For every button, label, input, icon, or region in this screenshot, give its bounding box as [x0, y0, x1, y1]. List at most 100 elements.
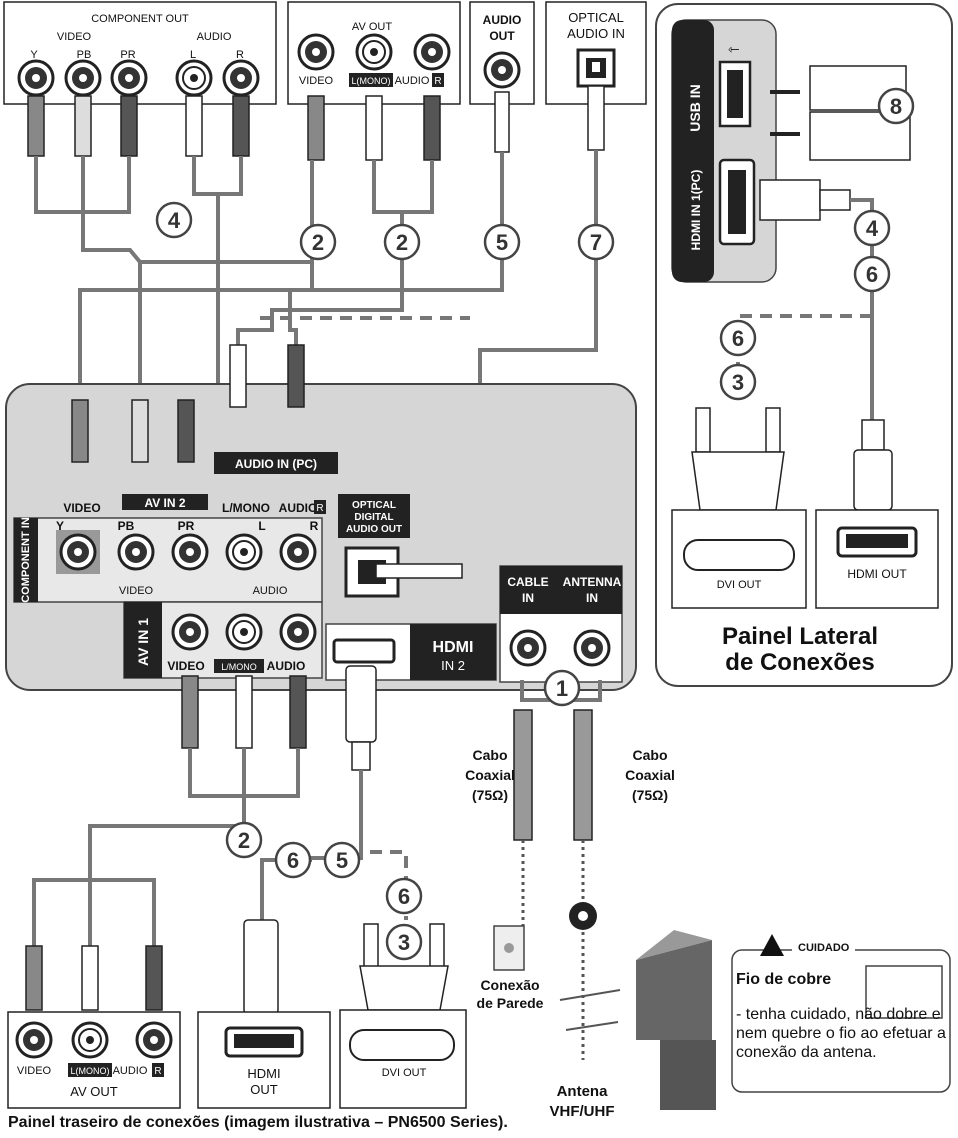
component-in-r-jack[interactable]: [279, 533, 317, 571]
av-in-1-video-label: VIDEO: [167, 659, 204, 673]
hdmi-out-bottom-line2: OUT: [250, 1082, 278, 1097]
antenna-in-jack[interactable]: [573, 629, 611, 667]
coax-left-line3: (75Ω): [472, 787, 508, 803]
component-out-r-jack: [222, 59, 260, 97]
panel-lmono-label: L/MONO: [222, 501, 270, 515]
av-in-1-video-jack[interactable]: [171, 613, 209, 651]
av-out-bottom-r-jack: [135, 1021, 173, 1059]
side-dvi-out-label: DVI OUT: [717, 579, 762, 591]
component-in-pb: PB: [118, 519, 135, 533]
av-out-bottom-l-jack: [71, 1021, 109, 1059]
side-hdmi-out: HDMI OUT: [815, 419, 939, 609]
audio-in-pc-label: AUDIO IN (PC): [235, 457, 317, 471]
wall-conn-line1: Conexão: [480, 977, 539, 993]
warning-icon: [760, 934, 784, 956]
coax-right-line2: Coaxial: [625, 767, 675, 783]
av-in-2-label: AV IN 2: [144, 496, 185, 510]
av-out-top-lmono-label: L(MONO): [352, 76, 391, 86]
component-in-r: R: [310, 519, 319, 533]
num-6-bottom-a: 6: [287, 848, 299, 873]
component-out-audio-label: AUDIO: [197, 31, 232, 43]
component-in-pr: PR: [178, 519, 195, 533]
av-in-1-audio-label: AUDIO: [267, 659, 306, 673]
av-out-top-l-jack: [355, 33, 393, 71]
av-in-1-lmono-label: L/MONO: [221, 662, 257, 672]
av-in-1-row: AV IN 1 VIDEO L/MONO AUDIO: [123, 601, 323, 679]
av-out-top-title: AV OUT: [352, 21, 392, 33]
av-out-bottom-lmono-label: L(MONO): [71, 1066, 110, 1076]
side-panel-title-line2: de Conexões: [725, 649, 875, 676]
hdmi-in-2-label: IN 2: [441, 658, 465, 673]
component-out-y-label: Y: [30, 49, 38, 61]
num-3-side: 3: [732, 370, 744, 395]
component-in-label: COMPONENT IN: [20, 517, 32, 603]
num-6-side-a: 6: [866, 262, 878, 287]
usb-symbol-icon: ⇽: [728, 41, 740, 57]
component-in-pr-jack[interactable]: [171, 533, 209, 571]
cable-in-jack[interactable]: [509, 629, 547, 667]
av-out-top-video-jack: [297, 33, 335, 71]
component-in-audio-sub: AUDIO: [253, 585, 288, 597]
hdmi-in1-label: HDMI IN 1(PC): [689, 170, 703, 251]
av-out-bottom-video-jack: [15, 1021, 53, 1059]
component-in-y-jack[interactable]: [59, 533, 97, 571]
side-panel-title: Painel Lateral de Conexões: [664, 624, 936, 676]
hdmi-out-bottom-line1: HDMI: [247, 1066, 280, 1081]
optical-in-line1: OPTICAL: [568, 10, 624, 25]
component-in-l-jack[interactable]: [225, 533, 263, 571]
component-out-pr-label: PR: [120, 49, 135, 61]
av-in-1-label: AV IN 1: [135, 618, 151, 666]
num-4-side: 4: [866, 216, 879, 241]
optical-out-line2: DIGITAL: [354, 512, 393, 523]
av-out-box-bottom: VIDEO L(MONO) AUDIO R AV OUT: [7, 1011, 181, 1109]
component-out-box: COMPONENT OUT VIDEO AUDIO Y PB PR L R: [3, 1, 277, 105]
antenna-in-line2: IN: [586, 591, 598, 605]
side-panel-title-line1: Painel Lateral: [721, 623, 879, 650]
antenna-line2: VHF/UHF: [550, 1103, 615, 1120]
av-out-box-top: AV OUT VIDEO L(MONO) AUDIO R: [287, 1, 461, 105]
dvi-out-bottom-label: DVI OUT: [382, 1067, 427, 1079]
av-out-top-video-label: VIDEO: [299, 75, 334, 87]
usb-in-label: USB IN: [687, 84, 703, 131]
caution-bold: Fio de cobre: [736, 971, 832, 988]
hdmi-logo: HDMI: [433, 639, 474, 656]
caution-text: - tenha cuidado, não dobre e nem quebre …: [736, 1006, 946, 1061]
component-out-pb-jack: [64, 59, 102, 97]
av-out-bottom-audio-label: AUDIO: [113, 1065, 148, 1077]
component-out-l-jack: [175, 59, 213, 97]
num-6-bottom-b: 6: [398, 884, 410, 909]
num-5-bottom: 5: [336, 848, 348, 873]
component-in-l: L: [258, 519, 265, 533]
audio-out-jack: [483, 51, 521, 89]
component-out-y-jack: [17, 59, 55, 97]
cable-in-line2: IN: [522, 591, 534, 605]
rf-inputs: CABLE IN ANTENNA IN: [499, 565, 623, 683]
coax-left-line2: Coaxial: [465, 767, 515, 783]
panel-r-label: R: [316, 503, 323, 514]
coax-wire-icon: [865, 965, 943, 1019]
dvi-out-box-bottom: DVI OUT: [339, 923, 467, 1109]
antenna-in-line1: ANTENNA: [563, 575, 622, 589]
component-out-title: COMPONENT OUT: [91, 13, 189, 25]
av-out-top-r-label: R: [434, 76, 441, 87]
num-7-top: 7: [590, 230, 602, 255]
component-in-y: Y: [56, 519, 64, 533]
av-in-1-r-jack[interactable]: [279, 613, 317, 651]
wall-conn-line2: de Parede: [477, 995, 544, 1011]
optical-out-line1: OPTICAL: [352, 500, 396, 511]
component-out-pr-jack: [110, 59, 148, 97]
component-out-r-label: R: [236, 49, 244, 61]
side-cables: [850, 198, 874, 420]
coax-right-line3: (75Ω): [632, 787, 668, 803]
av-out-bottom-video-label: VIDEO: [17, 1065, 52, 1077]
antenna-illustration: [559, 930, 716, 1110]
num-2-top-b: 2: [396, 230, 408, 255]
audio-out-box: AUDIO OUT: [469, 1, 535, 105]
cable-in-line1: CABLE: [507, 575, 548, 589]
component-in-pb-jack[interactable]: [117, 533, 155, 571]
num-4-top: 4: [168, 208, 181, 233]
av-in-1-l-jack[interactable]: [225, 613, 263, 651]
caution-title: CUIDADO: [792, 942, 856, 954]
side-hdmi-out-label: HDMI OUT: [847, 567, 907, 581]
